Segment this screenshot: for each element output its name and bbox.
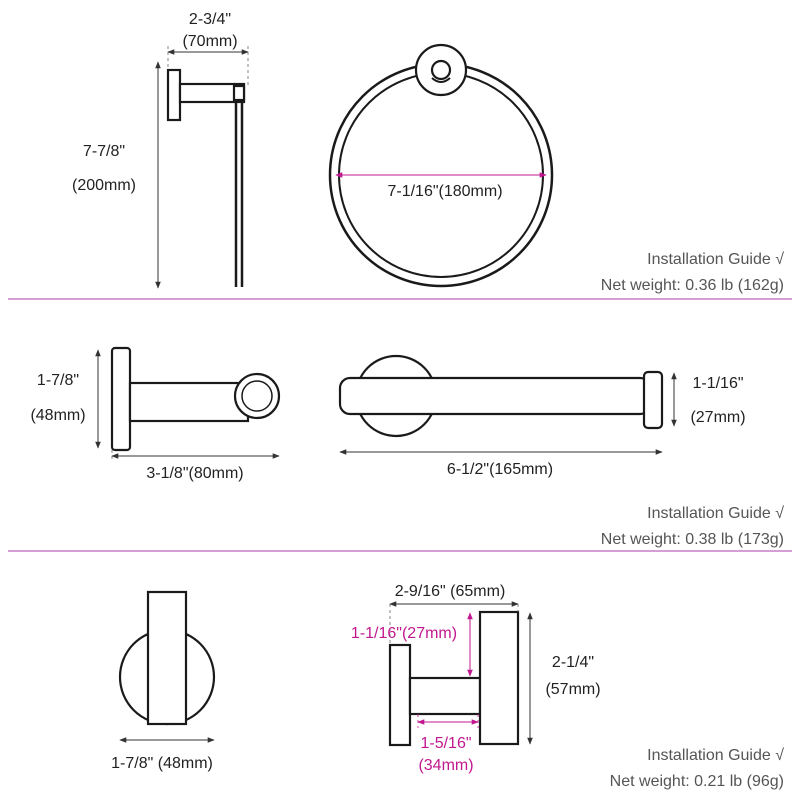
robe-hook-front-view bbox=[118, 590, 216, 726]
height-mm-label: (200mm) bbox=[72, 177, 136, 194]
robe-hook-section: 1-7/8" (48mm) 2-9/16" (65mm) 1-1/16"(27m… bbox=[111, 583, 784, 790]
towel-ring-section: 2-3/4" (70mm) 7-7/8" (200mm) 7-1/16"(180… bbox=[72, 11, 784, 294]
robe-hook-side-view bbox=[388, 610, 520, 747]
holder-length-label: 6-1/2"(165mm) bbox=[447, 461, 553, 478]
net-weight-2: Net weight: 0.38 lb (173g) bbox=[601, 531, 784, 548]
installation-guide-2: Installation Guide √ bbox=[647, 505, 784, 522]
base-mm-label: (48mm) bbox=[30, 407, 85, 424]
end-mm-label: (27mm) bbox=[690, 409, 745, 426]
hook-stem bbox=[408, 676, 482, 716]
wall-plate bbox=[166, 68, 182, 122]
holder-bar bbox=[338, 376, 652, 416]
towel-ring-front-view bbox=[328, 43, 554, 288]
mount-knob bbox=[430, 59, 452, 81]
holder-depth-label: 3-1/8"(80mm) bbox=[146, 465, 243, 482]
towel-ring-side-view bbox=[166, 68, 246, 287]
holder-end-plate bbox=[642, 370, 664, 430]
base-inch-label: 1-7/8" bbox=[37, 372, 79, 389]
paper-holder-section: 1-7/8" (48mm) 3-1/8"(80mm) 6-1/2"(165mm)… bbox=[30, 346, 784, 548]
hook-tip-label: 1-1/16"(27mm) bbox=[351, 625, 457, 642]
net-weight-1: Net weight: 0.36 lb (162g) bbox=[601, 277, 784, 294]
height-inch-label: 7-7/8" bbox=[83, 143, 125, 160]
paper-holder-front-view bbox=[338, 354, 664, 438]
installation-guide-3: Installation Guide √ bbox=[647, 747, 784, 764]
holder-wall-plate bbox=[110, 346, 132, 452]
hook-wall-plate bbox=[478, 610, 520, 746]
hook-stem-mm-label: (34mm) bbox=[418, 757, 473, 774]
hook-stem-inch-label: 1-5/16" bbox=[420, 735, 471, 752]
hook-body bbox=[146, 590, 188, 726]
hook-depth-label: 2-9/16" (65mm) bbox=[395, 583, 506, 600]
hook-base-label: 1-7/8" (48mm) bbox=[111, 755, 213, 772]
depth-mm-label: (70mm) bbox=[182, 33, 237, 50]
holder-arm bbox=[128, 381, 250, 423]
hook-height-mm-label: (57mm) bbox=[545, 681, 600, 698]
ring-diameter-label: 7-1/16"(180mm) bbox=[387, 183, 502, 200]
end-inch-label: 1-1/16" bbox=[692, 375, 743, 392]
hook-tip-plate bbox=[388, 643, 412, 747]
installation-guide-1: Installation Guide √ bbox=[647, 251, 784, 268]
paper-holder-side-view bbox=[110, 346, 281, 452]
hook-height-inch-label: 2-1/4" bbox=[552, 654, 594, 671]
net-weight-3: Net weight: 0.21 lb (96g) bbox=[610, 773, 784, 790]
depth-inch-label: 2-3/4" bbox=[189, 11, 231, 28]
